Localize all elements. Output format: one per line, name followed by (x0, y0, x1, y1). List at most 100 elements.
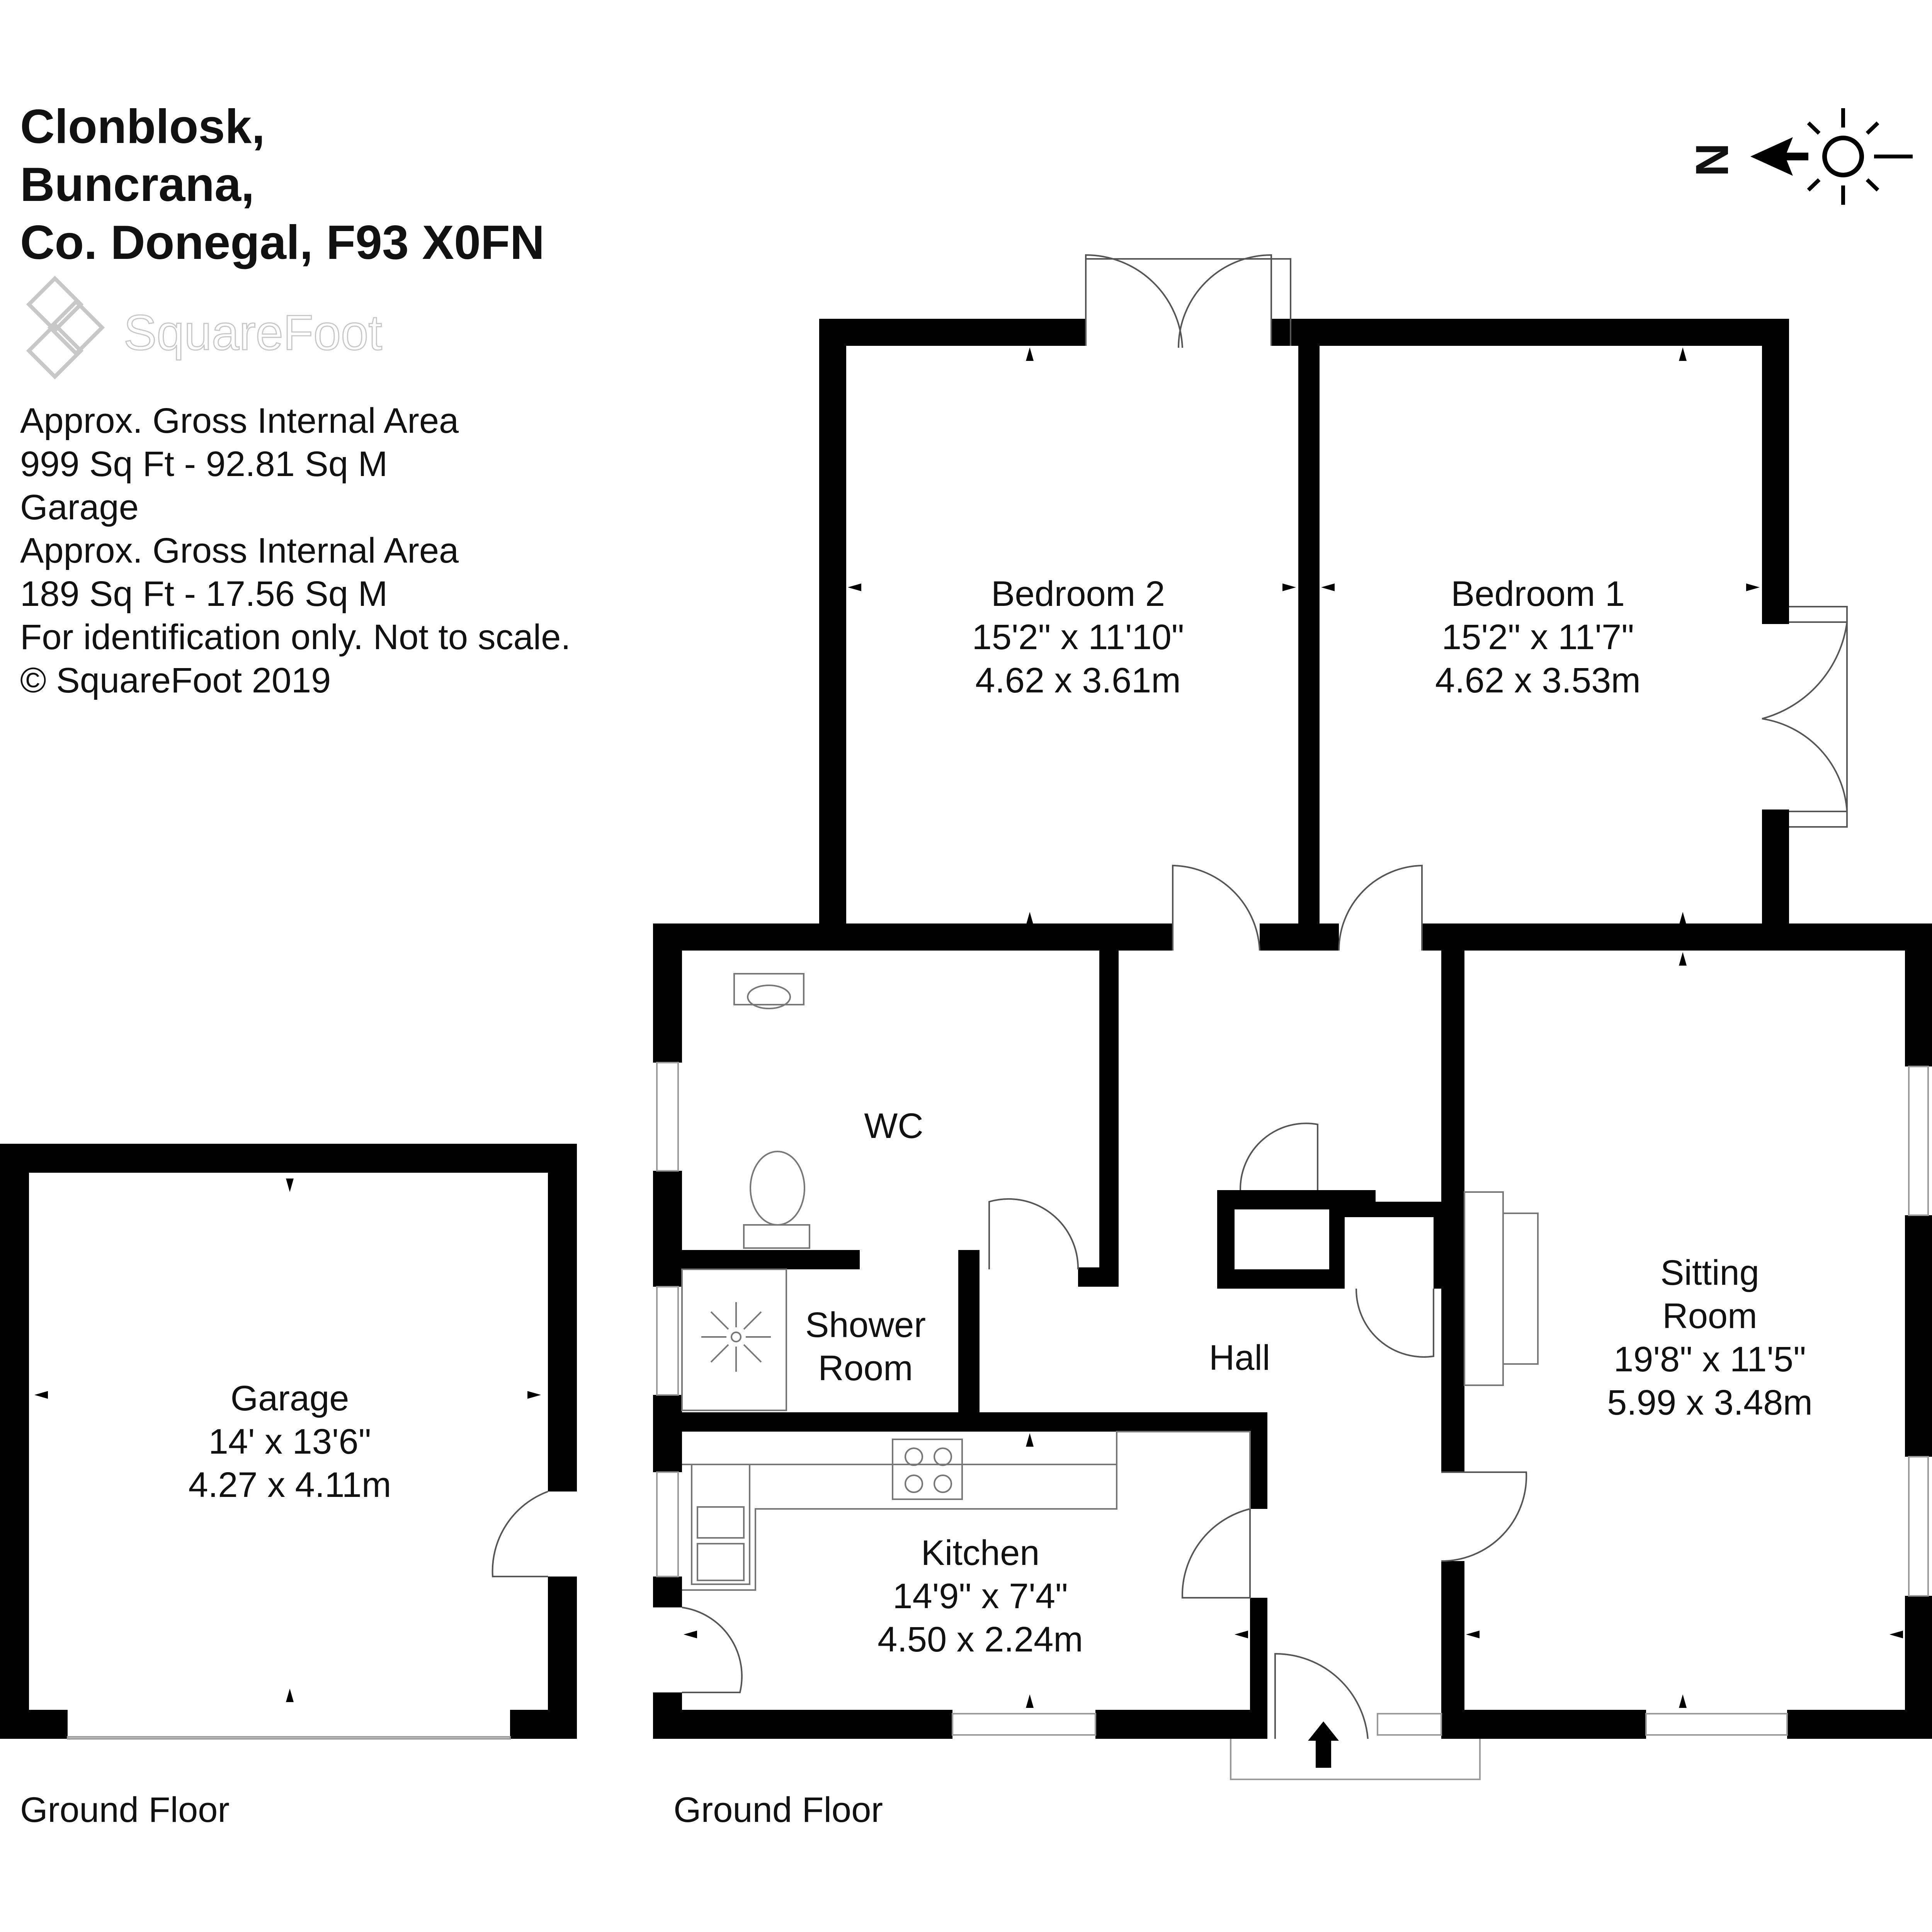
kitchen-dim-bottom (1026, 1694, 1034, 1708)
area-info-line-3: Garage (20, 488, 139, 527)
bedroom2-french-door-frame (1085, 258, 1291, 346)
wash-basin-bowl-icon (747, 985, 791, 1009)
bedroom1-dim-bottom (1679, 912, 1687, 925)
bedroom2-wall-left (819, 319, 846, 937)
bedroom1-hall-door (1338, 864, 1423, 951)
sitting-wall-left-lower (1441, 1561, 1464, 1739)
kitchen-sink-icon (691, 1464, 750, 1585)
garage-wall-bottom-left (0, 1710, 68, 1739)
bedroom2-metric: 4.62 x 3.61m (975, 661, 1181, 700)
fixtures (681, 973, 1539, 1591)
bedroom-partition (1298, 346, 1320, 937)
garage-wall-left (0, 1144, 29, 1739)
bedroom2-french-door-left (1085, 254, 1183, 348)
cupboard2-door (1355, 1288, 1434, 1358)
address-line-3: Co. Donegal, F93 X0FN (20, 216, 544, 269)
kitchen-sink-bowl-1-icon (697, 1506, 745, 1539)
kitchen-counter (682, 1431, 1251, 1591)
fireplace-hearth-icon (1464, 1191, 1504, 1386)
kitchen-metric: 4.50 x 2.24m (878, 1620, 1083, 1659)
wc-window (656, 1062, 679, 1172)
house-walls (653, 319, 1932, 1739)
sitting-imperial: 19'8" x 11'5" (1614, 1340, 1806, 1379)
area-info-line-2: 999 Sq Ft - 92.81 Sq M (20, 444, 388, 484)
bedroom1-french-door-top (1762, 621, 1848, 719)
address-line-2: Buncrana, (20, 158, 254, 211)
bedroom2-dim-bottom (1026, 912, 1034, 925)
bedroom2-wall-top-left (819, 319, 1086, 346)
kitchen-dim-top (1026, 1433, 1034, 1447)
shower-name-line-1: Shower (805, 1305, 926, 1345)
sitting-dim-right (1889, 1631, 1903, 1638)
area-info-line-4: Approx. Gross Internal Area (20, 531, 459, 570)
fireplace-icon (1502, 1213, 1539, 1365)
sitting-metric: 5.99 x 3.48m (1607, 1383, 1813, 1422)
bedroom1-metric: 4.62 x 3.53m (1435, 661, 1641, 700)
sitting-dim-left (1466, 1631, 1480, 1638)
garage: Garage 14' x 13'6" 4.27 x 4.11m (0, 1144, 577, 1740)
sitting-wall-top (1422, 923, 1932, 951)
wc-wall-right (1099, 951, 1119, 1271)
area-info-line-1: Approx. Gross Internal Area (20, 401, 459, 440)
hall-wall-top-mid (1260, 923, 1339, 951)
kitchen-window-left (656, 1471, 679, 1577)
wc-door-stub (1078, 1267, 1119, 1287)
kitchen-wall-bottom-right (1095, 1710, 1267, 1739)
house-floor-label: Ground Floor (673, 1790, 883, 1830)
hall-name: Hall (1209, 1338, 1270, 1378)
kitchen-wall-top (653, 1412, 1267, 1432)
wash-basin-icon (733, 973, 804, 1005)
hob-icon (892, 1439, 963, 1500)
house-wall-left-2 (653, 1171, 682, 1287)
sitting-window-right-1 (1908, 1066, 1929, 1216)
garage-dim-arrow-left (34, 1391, 48, 1399)
bedroom1-dim-right (1746, 583, 1760, 591)
bedroom2-dim-left (848, 583, 861, 591)
north-arrow-shaft (1785, 153, 1808, 160)
sun-icon (1822, 136, 1864, 177)
sitting-name-line-2: Room (1662, 1296, 1757, 1336)
entrance-arrow-icon (1308, 1721, 1339, 1768)
bedroom2-imperial: 15'2" x 11'10" (972, 617, 1184, 657)
garage-side-door (492, 1491, 548, 1577)
bedroom2-dim-right (1282, 583, 1296, 591)
dimension-arrows (684, 347, 1903, 1708)
garage-name: Garage (231, 1379, 349, 1418)
bedroom2-name: Bedroom 2 (991, 574, 1165, 614)
bedroom1-wall-right-lower (1762, 810, 1789, 937)
sitting-room-door (1441, 1471, 1527, 1562)
garage-imperial: 14' x 13'6" (209, 1422, 371, 1461)
garage-dim-arrow-bottom (286, 1689, 294, 1702)
compass-north-label: N (1686, 143, 1738, 177)
squarefoot-logo-text: SquareFoot (124, 305, 382, 361)
house-wall-left-3 (653, 1395, 682, 1472)
garage-door-opening (67, 1736, 511, 1740)
sitting-wall-bottom-right (1787, 1710, 1932, 1739)
sitting-wall-corner (1762, 923, 1789, 951)
address-block: Clonblosk, Buncrana, Co. Donegal, F93 X0… (20, 100, 544, 269)
wc-wall-top (653, 923, 1173, 951)
area-info-line-6: For identification only. Not to scale. (20, 617, 571, 657)
garage-wall-right-upper (548, 1144, 577, 1492)
room-labels: Bedroom 2 15'2" x 11'10" 4.62 x 3.61m Be… (805, 574, 1813, 1659)
toilet-icon (750, 1151, 805, 1226)
kitchen-window-bottom (952, 1713, 1096, 1736)
bedroom1-dim-top (1679, 347, 1687, 361)
hob-rings-icon (905, 1447, 952, 1493)
sitting-dim-top (1679, 952, 1687, 966)
kitchen-wall-right-upper (1250, 1412, 1267, 1509)
shower-window (656, 1286, 679, 1396)
garage-wall-top (0, 1144, 577, 1173)
kitchen-imperial: 14'9" x 7'4" (893, 1577, 1068, 1616)
kitchen-wall-bottom-left (653, 1710, 952, 1739)
toilet-cistern-icon (743, 1224, 810, 1249)
bedroom1-french-door-frame (1789, 606, 1848, 828)
kitchen-dim-right (1235, 1631, 1248, 1638)
kitchen-name: Kitchen (921, 1533, 1040, 1573)
garage-wall-bottom-right (510, 1710, 577, 1739)
bedroom1-wall-top (1271, 319, 1789, 346)
bedroom1-dim-left (1321, 583, 1335, 591)
wc-door (988, 1198, 1079, 1270)
bedroom1-name: Bedroom 1 (1451, 574, 1625, 614)
